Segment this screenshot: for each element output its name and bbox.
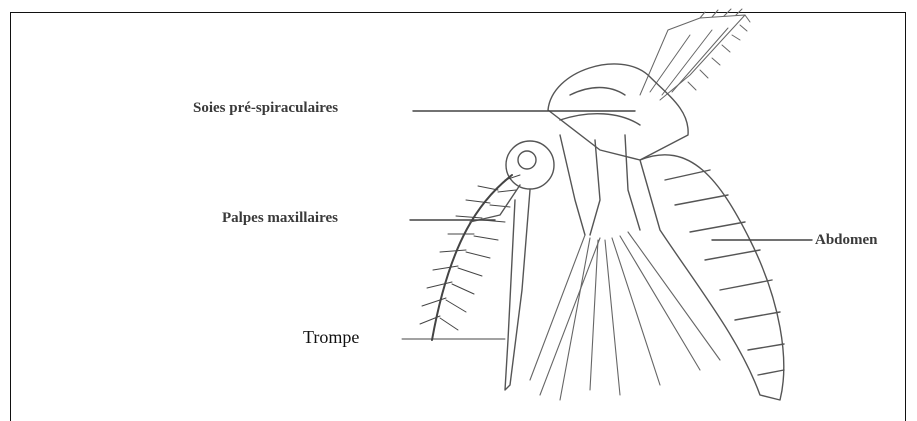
label-maxillary-palps: Palpes maxillaires bbox=[222, 210, 338, 227]
label-abdomen: Abdomen bbox=[815, 232, 878, 249]
abdomen bbox=[640, 155, 784, 400]
legs bbox=[530, 232, 720, 400]
antenna bbox=[420, 175, 520, 340]
label-pre-spiracular-bristles: Soies pré-spiraculaires bbox=[193, 100, 338, 117]
wing bbox=[640, 9, 750, 100]
thorax bbox=[548, 64, 688, 160]
label-proboscis: Trompe bbox=[303, 327, 359, 348]
leader-lines bbox=[402, 111, 812, 339]
proboscis bbox=[505, 190, 530, 390]
head bbox=[506, 141, 554, 189]
